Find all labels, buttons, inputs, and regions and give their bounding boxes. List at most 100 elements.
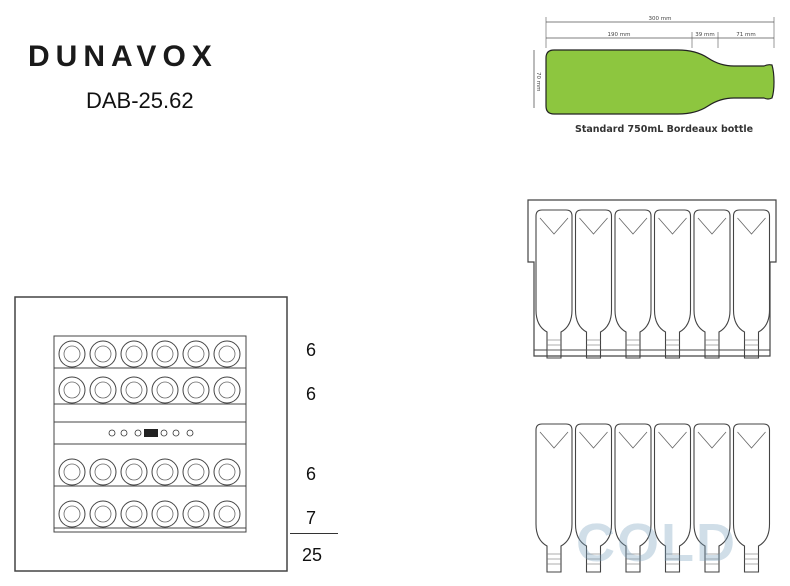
side-bottle <box>574 423 613 573</box>
side-bottle <box>693 423 731 573</box>
bottle-punt <box>63 505 81 523</box>
bottle-punt-line <box>579 431 608 449</box>
cabinet-frame <box>14 296 288 572</box>
bottle-end <box>89 376 117 404</box>
bottle-punt <box>218 345 236 363</box>
bottle-end <box>120 340 148 368</box>
shelf-count-1: 6 <box>306 340 317 360</box>
bottle-punt-line <box>618 431 648 449</box>
side-view-upper-shelf <box>527 199 777 359</box>
panel-button <box>134 429 142 437</box>
bottle-end <box>213 458 241 486</box>
side-bottle <box>535 209 573 359</box>
bottle-end <box>213 376 241 404</box>
panel-button <box>172 429 180 437</box>
bottle-end <box>213 340 241 368</box>
shelf-count-3: 6 <box>306 464 317 484</box>
bottle-punt <box>63 463 81 481</box>
bottle-punt-line <box>658 431 687 449</box>
diameter-label: 70 mm <box>535 72 541 91</box>
bottle-punt-line <box>737 217 766 235</box>
side-view-lower-shelf <box>535 423 771 573</box>
bottle-dimension-diagram: 300 mm 190 mm 39 mm 71 mm 70 mm <box>533 16 775 115</box>
shoulder-length-label: 39 mm <box>695 32 714 38</box>
bottle-punt <box>125 505 143 523</box>
bottle-punt-line <box>579 217 608 235</box>
bottle-end <box>89 458 117 486</box>
bottle-punt <box>125 463 143 481</box>
bottle-end <box>151 458 179 486</box>
bottle-punt <box>156 345 174 363</box>
bottle-punt <box>187 463 205 481</box>
side-bottle <box>693 209 731 359</box>
bottle-punt <box>218 463 236 481</box>
bottle-punt-line <box>618 217 648 235</box>
bottle-end <box>213 500 241 528</box>
bottle-punt-line <box>658 217 687 235</box>
bottle-end <box>151 376 179 404</box>
bottle-end <box>120 376 148 404</box>
side-bottle <box>653 209 692 359</box>
bottle-punt <box>125 345 143 363</box>
bottle-end <box>120 500 148 528</box>
bottle-punt-line <box>539 431 569 449</box>
bottle-end <box>89 340 117 368</box>
neck-length-label: 71 mm <box>736 32 755 38</box>
shelf-count-2: 6 <box>306 384 317 404</box>
panel-button <box>160 429 168 437</box>
bottle-punt <box>218 505 236 523</box>
total-divider <box>290 533 338 534</box>
bottle-punt-line <box>737 431 766 449</box>
bottle-caption: Standard 750mL Bordeaux bottle <box>575 124 754 135</box>
bottle-punt <box>156 463 174 481</box>
bottle-end <box>182 376 210 404</box>
panel-button <box>120 429 128 437</box>
brand-logo: DUNAVOX <box>28 40 218 73</box>
bottle-shape <box>545 49 775 115</box>
bottle-end <box>89 500 117 528</box>
bottle-punt <box>94 463 112 481</box>
cabinet-front-view <box>14 296 288 572</box>
total-count: 25 <box>302 545 323 565</box>
bottle-end <box>58 340 86 368</box>
side-bottle <box>732 209 771 359</box>
watermark: COLD <box>576 513 737 573</box>
panel-button <box>108 429 116 437</box>
bottle-punt <box>218 381 236 399</box>
shelf-count-4: 7 <box>306 508 317 528</box>
bottle-punt-line <box>697 217 727 235</box>
bottle-punt <box>187 345 205 363</box>
bottle-punt <box>156 381 174 399</box>
side-bottle <box>614 423 652 573</box>
model-number: DAB-25.62 <box>86 88 194 113</box>
bottle-punt <box>125 381 143 399</box>
panel-display <box>144 429 158 437</box>
side-bottle <box>653 423 692 573</box>
side-bottle <box>574 209 613 359</box>
bottle-end <box>120 458 148 486</box>
total-length-label: 300 mm <box>649 16 672 22</box>
bottle-end <box>182 458 210 486</box>
bottle-punt <box>94 345 112 363</box>
bottle-punt-line <box>697 431 727 449</box>
bottle-punt <box>187 505 205 523</box>
bottle-punt-line <box>539 217 569 235</box>
side-bottle <box>535 423 573 573</box>
side-bottle <box>732 423 771 573</box>
bottle-punt <box>94 381 112 399</box>
bottle-end <box>182 500 210 528</box>
panel-button <box>186 429 194 437</box>
bottle-punt <box>94 505 112 523</box>
bottle-end <box>58 376 86 404</box>
bottle-end <box>58 458 86 486</box>
bottle-end <box>151 500 179 528</box>
bottle-punt <box>63 381 81 399</box>
side-bottle <box>614 209 652 359</box>
bottle-end <box>182 340 210 368</box>
bottle-punt <box>187 381 205 399</box>
bottle-punt <box>63 345 81 363</box>
bottle-punt <box>156 505 174 523</box>
bottle-end <box>151 340 179 368</box>
bottle-end <box>58 500 86 528</box>
body-length-label: 190 mm <box>608 32 631 38</box>
